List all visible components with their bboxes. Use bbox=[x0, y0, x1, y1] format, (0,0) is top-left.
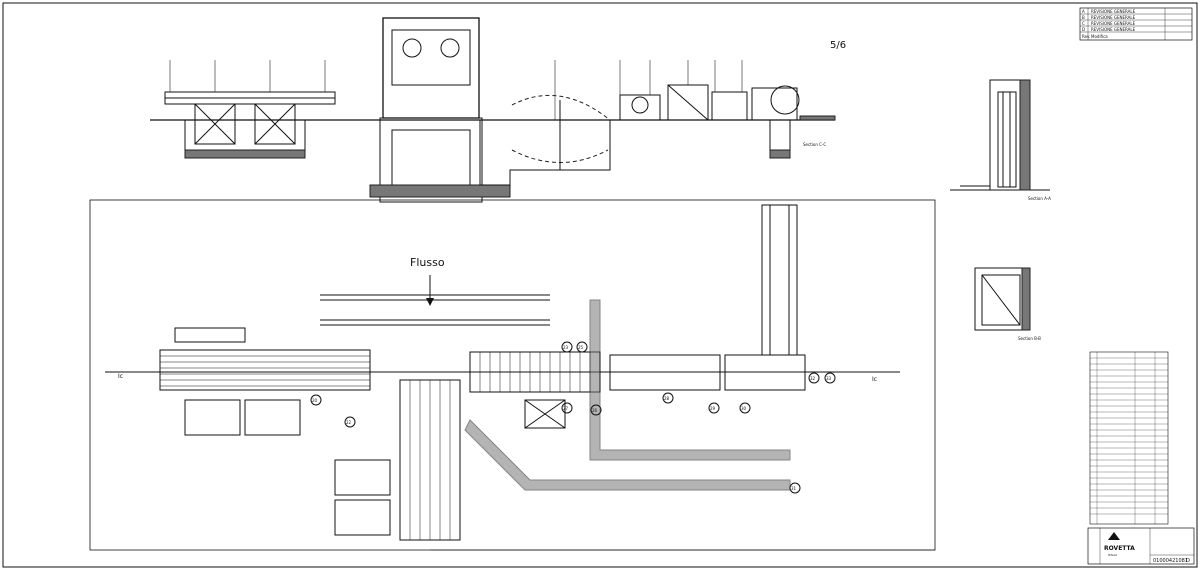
callout: 28 bbox=[664, 396, 670, 401]
revision-text: REVISIONE GENERALE bbox=[1091, 9, 1136, 14]
drawing-number: 01000421081 bbox=[1153, 558, 1188, 564]
callout-group: 20 22 23 25 26 27 28 29 30 31 32 33 bbox=[310, 341, 836, 494]
section-bb-label: Section B-B bbox=[1018, 336, 1041, 341]
revision-text: REVISIONE GENERALE bbox=[1091, 21, 1136, 26]
callout: 22 bbox=[346, 420, 352, 425]
arrow-label-right: Ic bbox=[872, 376, 877, 383]
revision-letter: D bbox=[1186, 558, 1190, 564]
plan-view bbox=[89, 199, 936, 551]
revision-index: A bbox=[1082, 9, 1085, 14]
section-aa-label: Section A-A bbox=[1028, 196, 1051, 201]
revision-header-rev: Rev. bbox=[1082, 34, 1090, 39]
arrow-label-left: Ic bbox=[118, 373, 123, 380]
revision-table: A REVISIONE GENERALE B REVISIONE GENERAL… bbox=[1079, 7, 1193, 41]
handwritten-flow: Flusso bbox=[410, 256, 445, 269]
callout: 20 bbox=[312, 398, 318, 403]
callout: 31 bbox=[791, 486, 797, 491]
section-bb bbox=[974, 267, 1031, 331]
revision-text: REVISIONE GENERALE bbox=[1091, 15, 1136, 20]
revision-index: B bbox=[1082, 15, 1085, 20]
callout: 25 bbox=[578, 345, 584, 350]
company-name: ROVETTA bbox=[1104, 545, 1135, 552]
revision-text: REVISIONE GENERALE bbox=[1091, 27, 1136, 32]
title-block bbox=[1087, 527, 1195, 565]
callout: 23 bbox=[563, 345, 569, 350]
company-subtitle: ITALIA bbox=[1108, 553, 1118, 557]
revision-header-mod: Modifica bbox=[1091, 34, 1108, 39]
callout: 26 bbox=[592, 408, 598, 413]
callout: 33 bbox=[826, 376, 832, 381]
revision-index: C bbox=[1082, 21, 1085, 26]
parts-list-table bbox=[1089, 351, 1169, 525]
callout: 30 bbox=[741, 406, 747, 411]
side-elevation bbox=[150, 17, 836, 203]
company-logo: ROVETTA ITALIA bbox=[1104, 532, 1135, 557]
callout: 29 bbox=[710, 406, 716, 411]
callout: 27 bbox=[563, 406, 569, 411]
handwritten-note: 5/6 bbox=[830, 40, 846, 51]
revision-index: D bbox=[1082, 27, 1085, 32]
section-cc-label: Section C-C bbox=[803, 142, 826, 147]
section-aa bbox=[950, 79, 1050, 191]
callout: 32 bbox=[810, 376, 816, 381]
